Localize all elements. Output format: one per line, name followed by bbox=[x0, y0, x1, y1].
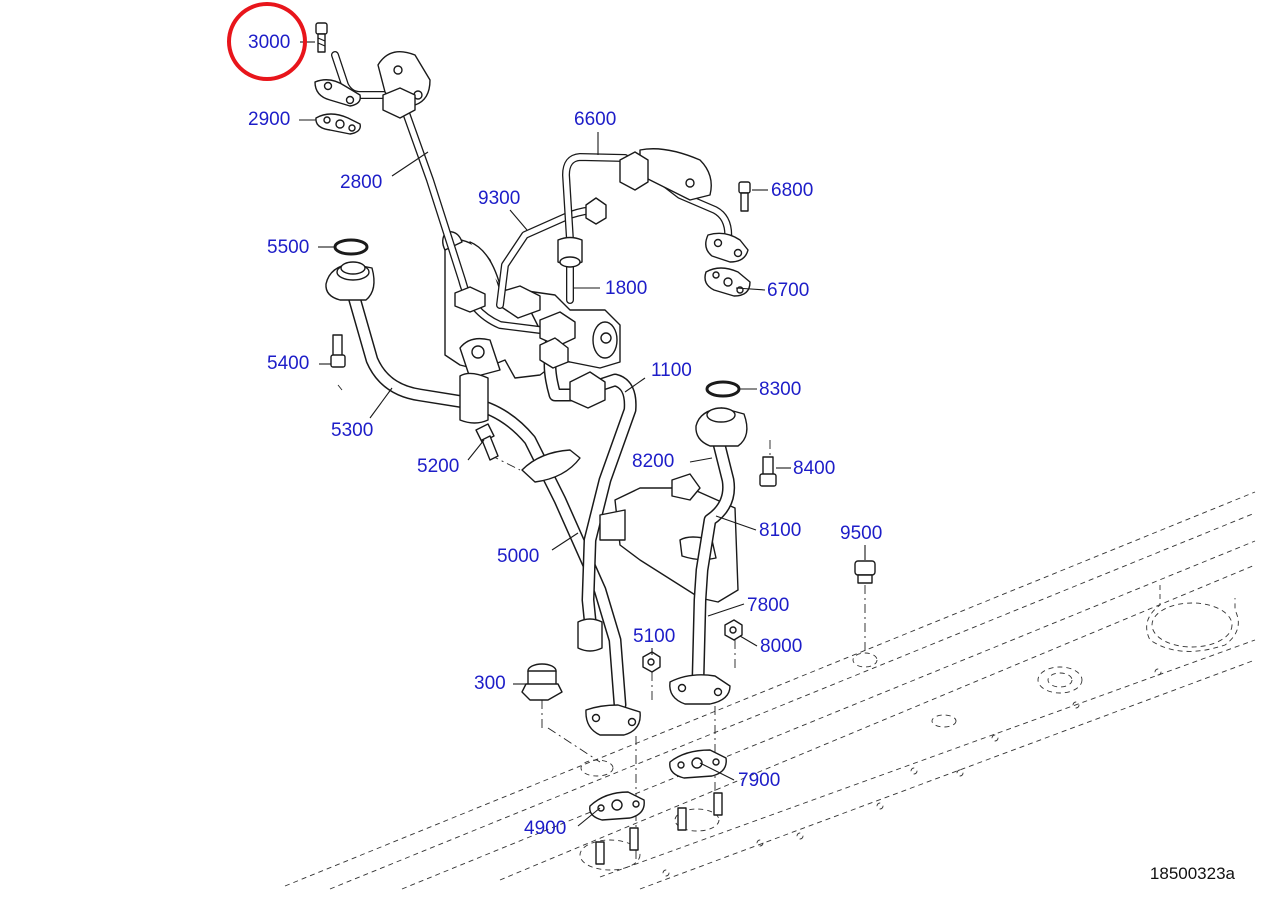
callout-1100[interactable]: 1100 bbox=[651, 360, 692, 381]
line-6600-1800 bbox=[557, 148, 749, 304]
line-1100 bbox=[539, 337, 637, 652]
callout-2800[interactable]: 2800 bbox=[340, 172, 383, 193]
callout-300[interactable]: 300 bbox=[474, 673, 506, 694]
callout-3000[interactable]: 3000 bbox=[248, 32, 291, 53]
o-ring-5500 bbox=[333, 238, 369, 256]
line-8200-7800 bbox=[669, 407, 748, 705]
callout-2900[interactable]: 2900 bbox=[248, 109, 291, 130]
bolt-6800 bbox=[738, 181, 751, 212]
callout-7900[interactable]: 7900 bbox=[738, 770, 781, 791]
o-ring-8300 bbox=[705, 380, 741, 398]
callout-5000[interactable]: 5000 bbox=[497, 546, 540, 567]
callout-4900[interactable]: 4900 bbox=[524, 818, 567, 839]
callout-leaders bbox=[299, 41, 866, 827]
callout-5400[interactable]: 5400 bbox=[267, 353, 310, 374]
line-9300 bbox=[496, 197, 607, 309]
drawing-number: 18500323a bbox=[1149, 864, 1235, 883]
bolt-5200 bbox=[475, 423, 499, 461]
callout-8200[interactable]: 8200 bbox=[632, 451, 675, 472]
nut-8000 bbox=[724, 619, 743, 641]
bolt-5400 bbox=[330, 334, 346, 368]
callout-6800[interactable]: 6800 bbox=[771, 180, 814, 201]
line-5300-5000 bbox=[325, 261, 641, 736]
gasket-4900 bbox=[589, 791, 645, 821]
callout-9300[interactable]: 9300 bbox=[478, 188, 521, 209]
callout-5200[interactable]: 5200 bbox=[417, 456, 460, 477]
gasket-2900 bbox=[315, 113, 361, 135]
callout-8100[interactable]: 8100 bbox=[759, 520, 802, 541]
callout-5500[interactable]: 5500 bbox=[267, 237, 310, 258]
bolt-3000 bbox=[315, 22, 328, 53]
line-2800 bbox=[314, 51, 576, 347]
callout-5300[interactable]: 5300 bbox=[331, 420, 374, 441]
callout-8300[interactable]: 8300 bbox=[759, 379, 802, 400]
callout-8400[interactable]: 8400 bbox=[793, 458, 836, 479]
base-frame bbox=[284, 491, 1256, 890]
callout-8000[interactable]: 8000 bbox=[760, 636, 803, 657]
gasket-7900 bbox=[669, 749, 727, 779]
gasket-6700 bbox=[704, 267, 751, 297]
callout-7800[interactable]: 7800 bbox=[747, 595, 790, 616]
studs bbox=[595, 792, 723, 865]
callout-9500[interactable]: 9500 bbox=[840, 523, 883, 544]
callout-6600[interactable]: 6600 bbox=[574, 109, 617, 130]
highlight-circle bbox=[227, 2, 307, 81]
adapter-300 bbox=[521, 663, 563, 701]
plug-9500 bbox=[854, 560, 876, 584]
callout-6700[interactable]: 6700 bbox=[767, 280, 810, 301]
callout-5100[interactable]: 5100 bbox=[633, 626, 676, 647]
bolt-8400 bbox=[759, 456, 777, 487]
callout-1800[interactable]: 1800 bbox=[605, 278, 648, 299]
